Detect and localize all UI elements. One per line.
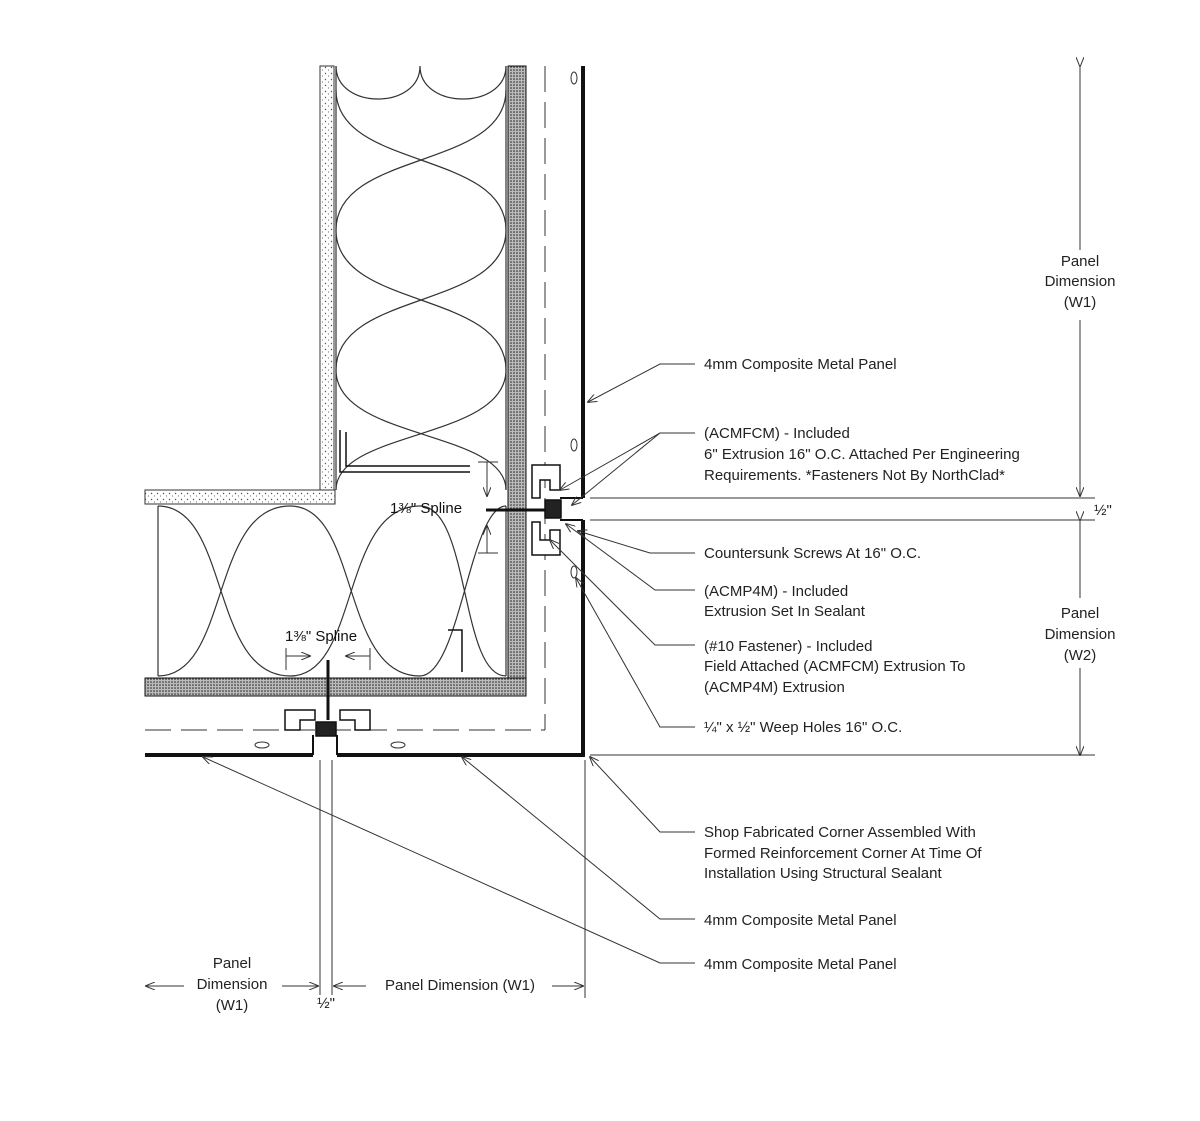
label-spline-upper: 1⅜" Spline [390,500,462,517]
label-acmp4m-line2: Extrusion Set In Sealant [704,603,866,620]
composite-panels [145,66,585,757]
dim-w1-bottom: Panel Dimension (W1) [385,977,535,994]
dim-w1-right-line1: Panel [1061,253,1099,270]
lower-spline-dimension [285,648,371,670]
dim-w2-right-line2: Dimension [1045,626,1116,643]
dim-w1-right-line2: Dimension [1045,273,1116,290]
dim-half-right: ½" [1094,502,1112,519]
dim-w1-left-line2: Dimension [197,976,268,993]
vertical-insulation [335,65,507,491]
horizontal-membrane [144,677,527,697]
dim-w2-right-line1: Panel [1061,605,1099,622]
dim-w2-right-line3: (W2) [1064,647,1097,664]
label-panel-top: 4mm Composite Metal Panel [704,356,897,373]
label-fastener-line1: (#10 Fastener) - Included [704,638,872,655]
vertical-membrane [507,65,527,679]
label-acmfcm-line3: Requirements. *Fasteners Not By NorthCla… [704,467,1005,484]
leader-lines [203,363,695,964]
label-acmfcm-line1: (ACMFCM) - Included [704,425,850,442]
weep-hole-icons [254,71,578,749]
dim-half-bottom: ½" [317,995,335,1012]
dim-w1-left-line1: Panel [213,955,251,972]
label-fastener-line2: Field Attached (ACMFCM) Extrusion To [704,658,965,675]
label-spline-lower: 1⅜" Spline [285,628,357,645]
label-corner-line3: Installation Using Structural Sealant [704,865,942,882]
label-acmfcm-line2: 6" Extrusion 16" O.C. Attached Per Engin… [704,446,1020,463]
label-acmp4m-line1: (ACMP4M) - Included [704,583,848,600]
upper-spline-dimension [478,461,498,554]
label-corner-line1: Shop Fabricated Corner Assembled With [704,824,976,841]
vertical-sheathing [319,65,335,491]
right-dimension-lines [590,66,1095,755]
label-panel-bottom-1: 4mm Composite Metal Panel [704,912,897,929]
dim-w1-right-line3: (W1) [1064,294,1097,311]
label-panel-bottom-2: 4mm Composite Metal Panel [704,956,897,973]
label-screws: Countersunk Screws At 16" O.C. [704,545,921,562]
label-weep-holes: ¼" x ½" Weep Holes 16" O.C. [704,719,902,736]
horizontal-sheathing [144,489,336,505]
label-corner-line2: Formed Reinforcement Corner At Time Of [704,845,982,862]
horizontal-insulation [157,505,507,677]
horizontal-extrusion-assembly [284,629,463,737]
label-fastener-line3: (ACMP4M) Extrusion [704,679,845,696]
bottom-dimension-lines [146,760,586,998]
dim-w1-left-line3: (W1) [216,997,249,1014]
air-gap-lines [145,66,546,731]
